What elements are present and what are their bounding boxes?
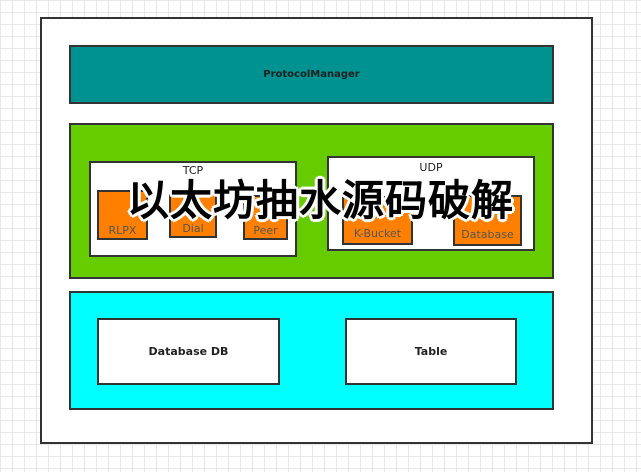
k-bucket-label: K-Bucket (353, 227, 402, 240)
k-bucket-box: K-Bucket (342, 196, 413, 245)
protocol-manager-label: ProtocolManager (263, 69, 360, 80)
table-label: Table (414, 345, 448, 358)
peer-box: Peer (243, 195, 288, 240)
table-box: Table (345, 318, 517, 385)
database-label: Database (461, 228, 514, 241)
rlpx-box: RLPX (97, 190, 148, 240)
tcp-label: TCP (182, 164, 204, 177)
database-db-box: Database DB (97, 318, 280, 385)
protocol-manager-box: ProtocolManager (69, 45, 554, 104)
database-box: Database (453, 195, 522, 246)
overlay-watermark-text: 以太坊抽水源码破解 (126, 176, 514, 225)
udp-label: UDP (419, 161, 443, 174)
dial-label: Dial (182, 222, 204, 235)
database-db-label: Database DB (148, 345, 229, 358)
rlpx-label: RLPX (108, 224, 137, 237)
peer-label: Peer (253, 224, 278, 237)
dial-box: Dial (169, 193, 217, 238)
